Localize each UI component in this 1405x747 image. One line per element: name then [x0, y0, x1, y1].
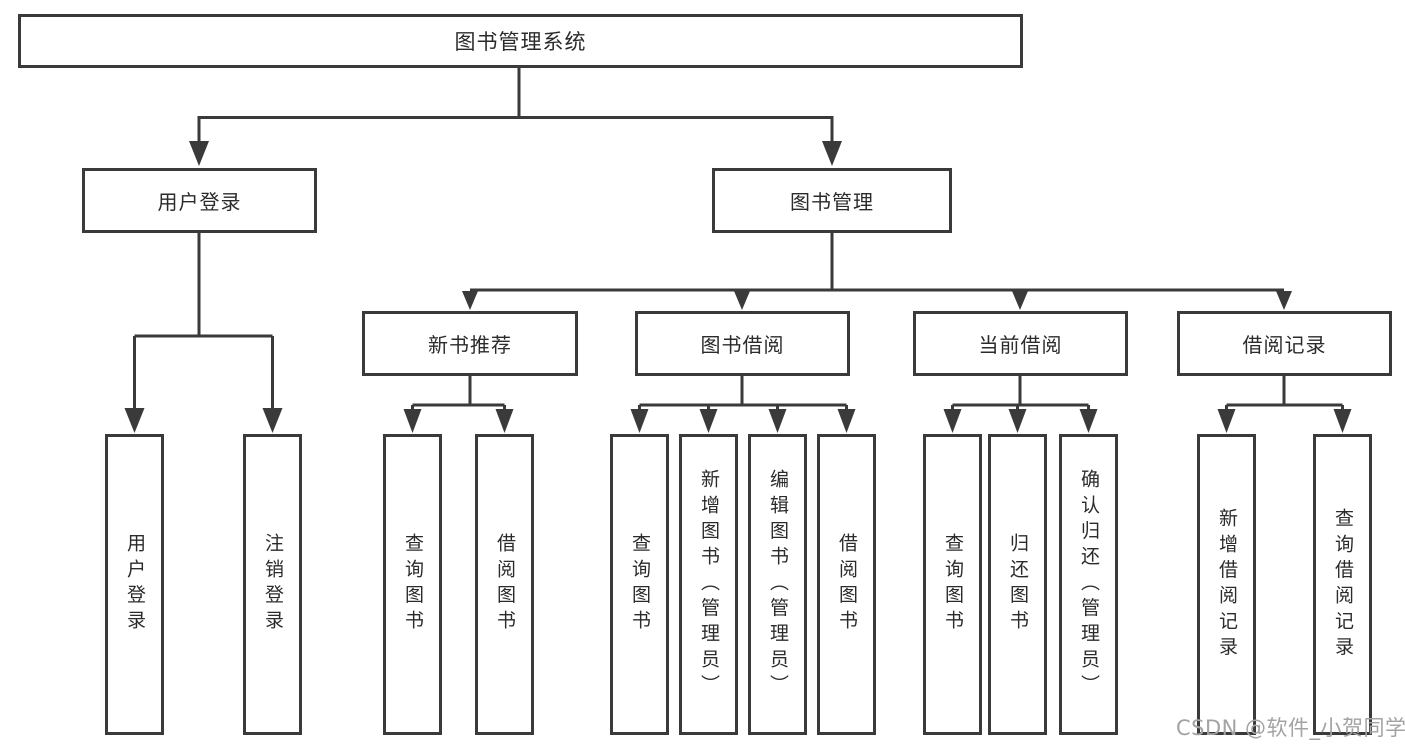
leaf-borrow-books-recommend: 借阅图书	[475, 434, 534, 735]
leaf-add-book-admin-label: 新增图书（管理员）	[698, 469, 720, 700]
node-library-system: 图书管理系统	[18, 14, 1023, 68]
watermark-text: CSDN @软件_小贺同学	[1176, 716, 1405, 740]
node-book-borrowing: 图书借阅	[635, 311, 850, 376]
leaf-query-books-current-label: 查询图书	[942, 533, 964, 636]
node-user-login-label: 用户登录	[157, 190, 242, 214]
leaf-query-books-current: 查询图书	[923, 434, 982, 735]
leaf-add-borrow-record-label: 新增借阅记录	[1216, 507, 1238, 662]
leaf-add-borrow-record: 新增借阅记录	[1197, 434, 1256, 735]
node-current-borrowing: 当前借阅	[913, 311, 1128, 376]
leaf-user-login-label: 用户登录	[124, 533, 146, 636]
leaf-confirm-return-admin-label: 确认归还（管理员）	[1078, 469, 1100, 700]
node-borrowing-records: 借阅记录	[1177, 311, 1392, 376]
node-new-book-recommendation-label: 新书推荐	[428, 333, 512, 357]
leaf-logout-login: 注销登录	[243, 434, 302, 735]
node-user-login: 用户登录	[82, 168, 317, 233]
node-book-management-label: 图书管理	[790, 190, 874, 214]
node-new-book-recommendation: 新书推荐	[362, 311, 578, 376]
leaf-logout-login-label: 注销登录	[262, 533, 284, 636]
node-borrowing-records-label: 借阅记录	[1242, 333, 1327, 357]
node-book-borrowing-label: 图书借阅	[700, 333, 785, 357]
leaf-return-books: 归还图书	[988, 434, 1047, 735]
leaf-borrow-books-borrowing: 借阅图书	[817, 434, 876, 735]
leaf-query-books-recommend: 查询图书	[383, 434, 442, 735]
arrowheads	[124, 141, 1352, 433]
leaf-query-books-borrowing-label: 查询图书	[629, 533, 651, 636]
leaf-user-login: 用户登录	[105, 434, 164, 735]
leaf-edit-book-admin-label: 编辑图书（管理员）	[767, 469, 789, 700]
leaf-edit-book-admin: 编辑图书（管理员）	[748, 434, 807, 735]
leaf-query-books-borrowing: 查询图书	[610, 434, 669, 735]
leaf-confirm-return-admin: 确认归还（管理员）	[1059, 434, 1118, 735]
leaf-return-books-label: 归还图书	[1007, 533, 1029, 636]
leaf-query-books-recommend-label: 查询图书	[402, 533, 424, 636]
leaf-query-borrow-record: 查询借阅记录	[1313, 434, 1372, 735]
leaf-add-book-admin: 新增图书（管理员）	[679, 434, 738, 735]
leaf-borrow-books-recommend-label: 借阅图书	[494, 533, 516, 636]
leaf-query-borrow-record-label: 查询借阅记录	[1332, 507, 1354, 662]
node-book-management: 图书管理	[712, 168, 952, 233]
leaf-borrow-books-borrowing-label: 借阅图书	[836, 533, 858, 636]
node-current-borrowing-label: 当前借阅	[978, 333, 1063, 357]
node-library-system-label: 图书管理系统	[454, 30, 587, 54]
